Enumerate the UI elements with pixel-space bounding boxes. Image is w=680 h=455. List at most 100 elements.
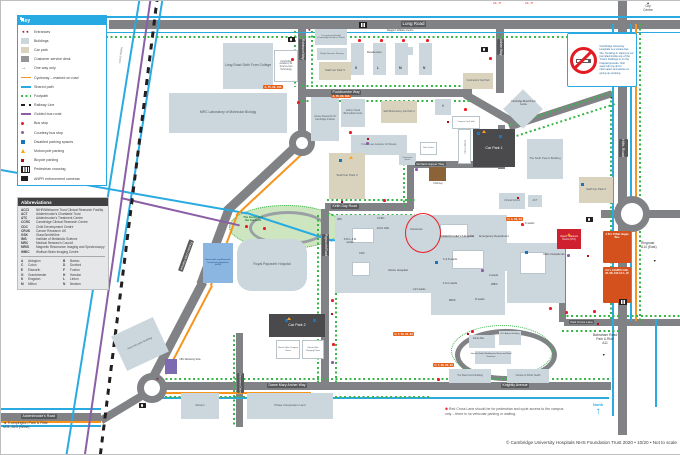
shared-path <box>1 425 101 427</box>
bus-marker <box>245 225 248 228</box>
occupational-health: Occupational Health (Cambridge Health at… <box>315 29 347 45</box>
electric-bike-charging-1: Electric Bike Charging Points <box>276 340 300 359</box>
bus-badge-3: U, A, X2, X3 <box>506 217 524 221</box>
long-road-label: Long Road <box>401 20 427 28</box>
key-item-label: Shared path <box>34 84 54 89</box>
anpr-marker <box>288 37 295 42</box>
key-icon-cell <box>21 95 34 97</box>
up-arrow-icon: ▲ <box>646 1 650 5</box>
key-icon-cell: → <box>21 64 34 72</box>
knightly-avenue-label: Knightly Avenue <box>501 383 530 389</box>
discovery-drive-label: Discovery Drive <box>236 373 244 394</box>
bike-marker <box>517 197 520 200</box>
campus-cycle-hub: Campus Cycle Hub <box>452 116 480 129</box>
key-item-crossing: Pedestrian crossing <box>21 165 104 174</box>
abbr-code: GSK <box>21 232 28 237</box>
anpr-marker <box>586 217 593 222</box>
cycle-path <box>151 392 311 394</box>
moto-marker <box>287 317 291 320</box>
bright-horizons-nursery: Bright Horizons Nursery <box>317 48 347 60</box>
bus-marker <box>291 58 294 61</box>
divider <box>21 255 105 257</box>
electric-bike-charging-2: Electric Bike Charging Points <box>302 340 324 359</box>
building-icon <box>21 37 29 44</box>
key-item-bike: Bicycle parking <box>21 156 104 165</box>
maggies-label: Maggie's Wallace Centre <box>387 29 414 32</box>
abbr-code: ACCI <box>21 208 29 212</box>
letter-l: L <box>377 66 379 70</box>
robinson-way <box>298 27 306 133</box>
ringroad-direction: Ringroad A14 (East) <box>641 241 657 250</box>
chimney <box>429 167 446 181</box>
staff-car-park-5: Staff Car Park 5 <box>319 62 351 80</box>
main-outpatients-label: Main Outpatients <box>543 252 565 256</box>
addenbrookes-road-roundabout <box>137 373 167 403</box>
note-text: Red Cross Lane should be for pedestrian … <box>445 407 564 416</box>
k-wards-label: K wards <box>525 222 535 225</box>
abbr-code: IMS <box>21 237 27 242</box>
key-item-busway: Guided bus route <box>21 110 104 119</box>
key-item-anpr: ANPR enforcement cameras <box>21 174 104 183</box>
institute-of-public-health: Institute of Public Health <box>507 369 549 383</box>
key-item-label: Bicycle parking <box>34 158 59 163</box>
shared-path <box>612 24 614 416</box>
addenbrookes-hospital-label: Addenbrooke's Hospital <box>439 234 475 238</box>
moto-marker <box>482 130 486 133</box>
footpath <box>327 214 415 216</box>
bus-marker <box>437 378 440 381</box>
oneway-icon: → <box>21 64 27 71</box>
abbr-code: MRIS <box>21 245 29 250</box>
abbr-name: Wolfson Brain Imaging Centre <box>36 249 79 254</box>
cbc-marketing-suite <box>165 359 177 374</box>
mris-label: MRIS <box>449 299 456 302</box>
courtesy-icon <box>21 131 24 135</box>
copyright-text: © Cambridge University Hospitals NHS Fou… <box>505 440 677 445</box>
residence-n <box>419 43 432 75</box>
abbreviations-title: Abbreviations <box>18 198 108 206</box>
down-arrow-icon: ▼ <box>602 353 606 357</box>
note-bullet-icon: ✱ <box>445 407 448 411</box>
bike-marker <box>331 313 334 316</box>
footpath <box>147 378 609 380</box>
bus-marker <box>331 299 334 302</box>
key-icon-cell <box>21 165 34 173</box>
bus-marker <box>263 227 266 230</box>
contractors-car-park: Contractors' Car Park <box>463 73 493 89</box>
abbr-name: Magnetic Resonance Imaging and Spectrosc… <box>36 245 105 250</box>
city-centre-label: City Centre <box>643 4 653 13</box>
footpath <box>327 199 415 201</box>
roundabout-west-arm <box>601 210 615 218</box>
bike-marker <box>597 323 600 326</box>
shared-path <box>630 24 632 321</box>
west-forvie-building: The West Forvie Building <box>449 369 491 383</box>
courtesy-marker <box>567 254 570 257</box>
cruk-cambridge-institute: Cancer Research UK Cambridge Institute <box>311 97 339 141</box>
wbic-label: WBIC <box>491 283 498 286</box>
courtesy-marker <box>366 142 369 145</box>
fg-wards-label: F & G wards <box>442 282 458 285</box>
ed-adrian-building-label: E D Adrian Building <box>500 333 520 335</box>
key-item-cycleway: Cycleway – marked on road <box>21 73 104 82</box>
footpath <box>302 100 472 102</box>
bus-stop-board-abcd: A B C D Bab Hoppa Bus <box>603 231 631 263</box>
down-arrow-icon: ▼ <box>653 259 657 263</box>
residences-label: Residences <box>367 50 382 54</box>
shared-path <box>106 16 680 18</box>
key-item-label: Customer service desk <box>34 57 71 62</box>
keith-peters-building: The Keith Peters Building <box>527 139 563 179</box>
footpath <box>610 96 612 321</box>
abbr-code: CCRC <box>21 220 31 225</box>
key-icon-cell <box>21 46 34 53</box>
key-item-label: Entrances <box>34 29 51 34</box>
key-title: Key <box>18 16 106 25</box>
bus-marker <box>402 39 405 42</box>
